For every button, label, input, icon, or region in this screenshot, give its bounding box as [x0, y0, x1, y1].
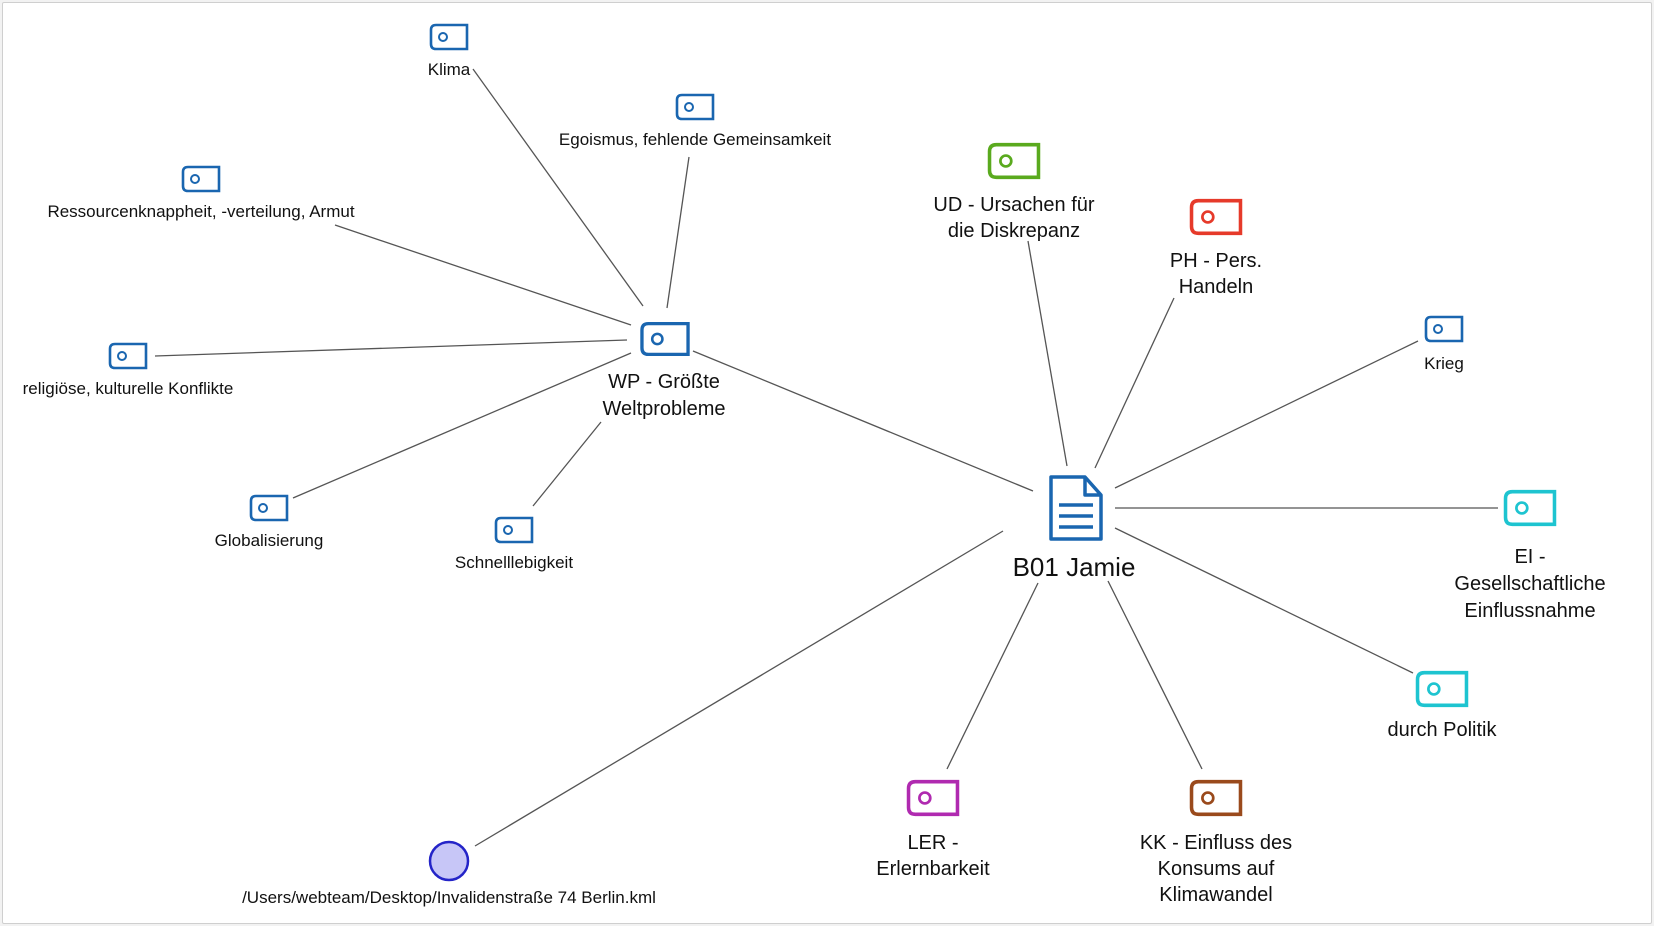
edge-doc-politik	[1114, 527, 1414, 674]
tag-icon-egoismus[interactable]	[675, 93, 715, 121]
edge-doc-ler	[946, 582, 1039, 770]
edge-doc-ud	[1027, 240, 1068, 467]
code-label-ler-line: Erlernbarkeit	[876, 858, 990, 880]
tag-icon-religioese[interactable]	[108, 342, 148, 370]
code-label-schnelllebigkeit: Schnelllebigkeit	[455, 553, 573, 572]
code-label-kk-line: Klimawandel	[1159, 884, 1272, 906]
edges	[154, 68, 1498, 847]
code-label-ud: UD - Ursachen für die Diskrepanz	[933, 194, 1094, 242]
tag-icon-klima[interactable]	[429, 23, 469, 51]
edge-doc-krieg	[1114, 340, 1419, 489]
code-label-religioese: religiöse, kulturelle Konflikte	[23, 379, 234, 398]
code-label-ressourcen: Ressourcenknappheit, -verteilung, Armut	[47, 202, 354, 221]
code-label-ph-line: PH - Pers.	[1170, 250, 1262, 272]
tag-icon-ud[interactable]	[987, 142, 1041, 180]
code-label-kk-line: KK - Einfluss des	[1140, 832, 1292, 854]
code-label-wp-line: Weltprobleme	[602, 398, 725, 420]
edge-doc-file	[474, 530, 1004, 847]
document-label: B01 Jamie	[1013, 552, 1136, 582]
tag-icon-ei[interactable]	[1503, 489, 1557, 527]
code-label-egoismus: Egoismus, fehlende Gemeinsamkeit	[559, 130, 831, 149]
tag-icon-ph[interactable]	[1189, 198, 1243, 236]
code-label-klima: Klima	[428, 60, 471, 79]
edge-wp-klima	[472, 68, 644, 307]
code-label-ud-line: UD - Ursachen für	[933, 194, 1094, 216]
tag-icon-krieg[interactable]	[1424, 315, 1464, 343]
tag-icon-ler[interactable]	[906, 779, 960, 817]
edge-doc-kk	[1107, 580, 1203, 770]
code-label-kk-line: Konsums auf	[1158, 858, 1275, 880]
code-label-ud-line: die Diskrepanz	[948, 220, 1080, 242]
code-label-politik: durch Politik	[1388, 719, 1498, 741]
document-icon[interactable]	[1049, 475, 1103, 541]
file-node-circle[interactable]	[428, 840, 470, 882]
code-label-ei-line: Einflussnahme	[1464, 600, 1595, 622]
code-label-ler: LER - Erlernbarkeit	[876, 832, 990, 880]
edge-doc-ph	[1094, 297, 1175, 469]
tag-icon-ressourcen[interactable]	[181, 165, 221, 193]
code-label-ei-line: EI -	[1514, 546, 1545, 568]
edge-wp-egoismus	[666, 156, 690, 309]
code-label-krieg: Krieg	[1424, 354, 1464, 373]
code-label-politik-line: durch Politik	[1388, 719, 1498, 741]
tag-icon-schnelllebigkeit[interactable]	[494, 516, 534, 544]
tag-icon-globalisierung[interactable]	[249, 494, 289, 522]
code-label-ei-line: Gesellschaftliche	[1454, 573, 1605, 595]
code-label-globalisierung: Globalisierung	[215, 531, 324, 550]
code-label-ph-line: Handeln	[1179, 276, 1254, 298]
code-label-wp-line: WP - Größte	[608, 371, 720, 393]
code-label-ph: PH - Pers. Handeln	[1170, 250, 1262, 298]
tag-icon-politik[interactable]	[1415, 670, 1469, 708]
tag-icon-wp[interactable]	[640, 321, 690, 357]
tag-icon-kk[interactable]	[1189, 779, 1243, 817]
edge-wp-schnelllebigkeit	[532, 421, 602, 507]
edge-doc-wp	[692, 350, 1034, 492]
code-label-ler-line: LER -	[907, 832, 958, 854]
edge-wp-ressourcen	[334, 224, 632, 326]
edge-wp-religioese	[154, 339, 628, 357]
code-label-krieg-line: Krieg	[1424, 354, 1464, 373]
edge-wp-globalisierung	[292, 352, 632, 499]
file-label: /Users/webteam/Desktop/Invalidenstraße 7…	[242, 888, 656, 907]
